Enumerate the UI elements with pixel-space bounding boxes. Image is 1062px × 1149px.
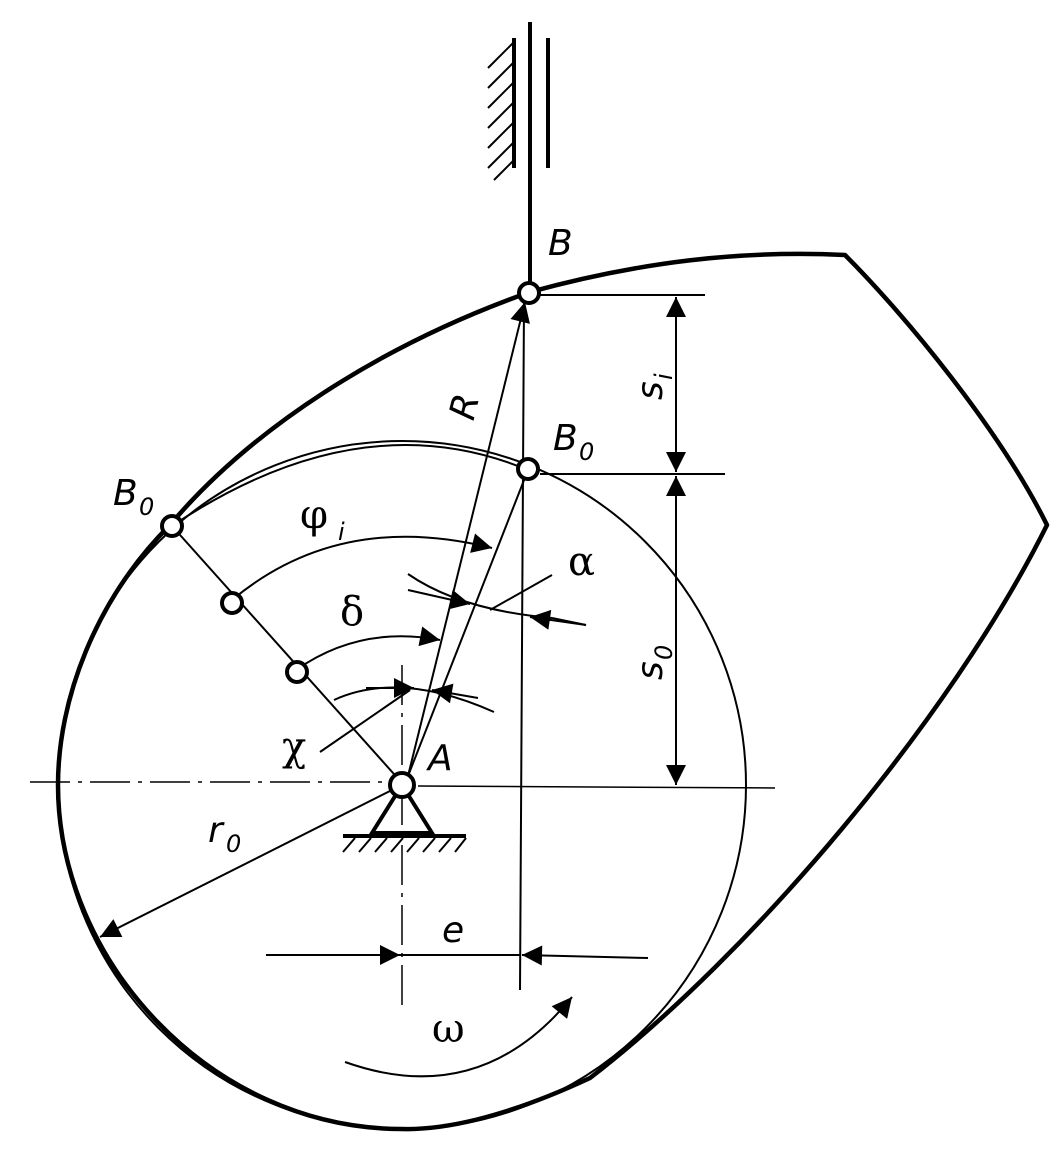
line-A-R: [407, 301, 530, 777]
joint-B0-right: [516, 457, 540, 481]
alpha-arrow-right: [529, 609, 587, 630]
label-phi-sub: i: [338, 518, 345, 546]
label-r0-sub: 0: [226, 830, 241, 858]
label-s-i: s i: [630, 373, 678, 400]
e-arrow-right: [521, 945, 649, 966]
pivot-support: [342, 781, 467, 853]
cam-profile: [55, 251, 1050, 1132]
label-B0-left-sub: 0: [139, 493, 154, 521]
joint-B0-left: [160, 514, 184, 538]
label-chi: χ: [282, 724, 306, 770]
label-e: e: [442, 910, 464, 951]
label-omega: ω: [432, 1006, 465, 1052]
chi-arrow-right: [431, 683, 479, 704]
follower-guide: [487, 38, 550, 181]
arc-omega: [344, 996, 573, 1078]
angle-arcs: [171, 444, 587, 1078]
label-A: A: [426, 738, 453, 779]
arc-chi: [333, 686, 495, 713]
follower-axis: [519, 301, 525, 991]
label-delta: δ: [340, 589, 364, 635]
label-phi: φ: [300, 492, 328, 538]
label-B0-right-sub: 0: [579, 438, 594, 466]
line-A-B0-left: [171, 525, 403, 784]
label-s0-sub: 0: [650, 645, 678, 660]
label-r0: r: [208, 810, 225, 851]
arc-alpha: [407, 573, 553, 619]
alpha-arrow-left: [407, 589, 471, 610]
arc-phi: [231, 533, 493, 601]
arc-B0-B0: [171, 444, 529, 527]
radial-lines: [171, 301, 530, 784]
stroke-dimensions: [540, 294, 725, 785]
label-s-i-sub: i: [650, 373, 678, 380]
eccentricity-dimension: [266, 945, 649, 966]
label-s0: s 0: [630, 645, 678, 680]
label-B0-right: B: [553, 418, 578, 459]
chi-leader: [319, 689, 411, 753]
label-R: R: [442, 390, 488, 424]
guide-hatching: [487, 41, 515, 181]
joint-B: [517, 281, 541, 305]
joint-mid-1: [220, 591, 244, 615]
line-A-B0-right: [407, 469, 529, 777]
joint-mid-2: [285, 660, 309, 684]
arc-delta: [295, 626, 441, 671]
label-s-i-main: s: [630, 381, 671, 400]
horizontal-axis-right: [417, 785, 776, 789]
label-s0-main: s: [630, 661, 671, 680]
label-alpha: α: [568, 539, 595, 585]
ground-hatching: [342, 837, 467, 853]
support-triangle: [368, 781, 436, 835]
label-B: B: [548, 223, 573, 264]
label-B0-left: B: [113, 473, 138, 514]
joints: [160, 281, 541, 799]
alpha-leader: [489, 574, 553, 611]
joint-A: [388, 771, 416, 799]
r0-dimension: [99, 789, 393, 938]
